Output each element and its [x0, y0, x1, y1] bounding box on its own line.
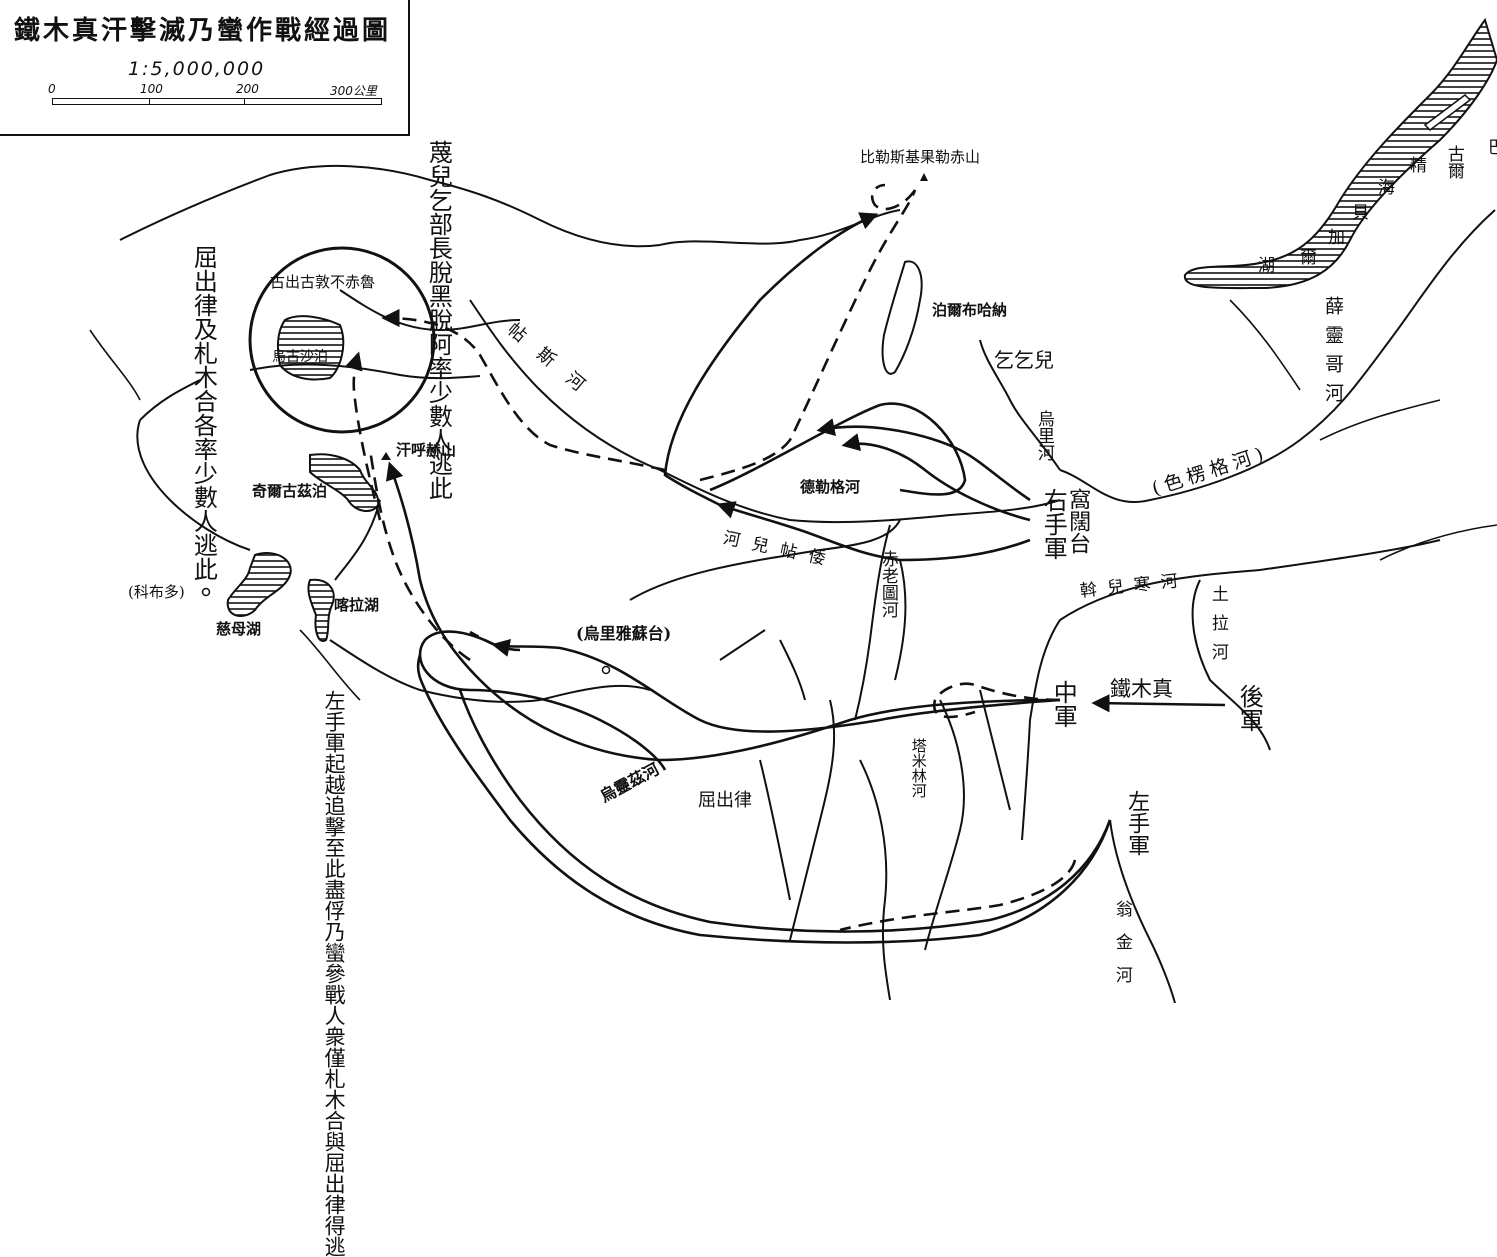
label-qigu: 奇爾古茲泊 [252, 482, 328, 500]
scale-tick-300: 300公里 [330, 84, 377, 98]
label-baikal-8: 湖 [1258, 256, 1275, 276]
scale-tick-200: 200 [236, 82, 259, 96]
lake-khara [307, 578, 335, 642]
town-kobdo-icon [201, 587, 211, 597]
label-lake-buir: 泊爾布哈納 [932, 301, 1008, 319]
dashed-routes [345, 183, 1077, 932]
scale-tick-100: 100 [140, 82, 163, 96]
label-left-army: 左手軍 [1124, 790, 1150, 856]
label-river-weng: 翁金河 [1111, 900, 1132, 999]
label-river-wuli: 烏里河 [1033, 410, 1054, 461]
label-river-tula: 土拉河 [1207, 585, 1228, 672]
label-baikal-5: 貝 [1352, 203, 1369, 223]
baikal-island [1423, 94, 1472, 131]
label-khanggai: 汗呼赫山 [396, 441, 457, 459]
label-circle-lake: 古出古敦不赤魯 [270, 273, 376, 291]
label-baikal-1: 巴 [1488, 138, 1497, 158]
label-baikal-7: 爾 [1300, 248, 1317, 268]
label-baikal-2: 古爾 [1443, 145, 1464, 179]
legend-box: 鐵木真汗擊滅乃蠻作戰經過圖 1:5,000,000 0 100 200 300公… [0, 0, 410, 136]
label-khara-lake: 喀拉湖 [334, 596, 380, 614]
scale-bar [52, 98, 382, 105]
label-kuotai: 窩闊台 [1065, 488, 1091, 554]
label-wuliyasutai: (烏里雅蘇台) [576, 624, 672, 643]
label-central-army: 中軍 [1049, 680, 1078, 728]
map-title: 鐵木真汗擊滅乃蠻作戰經過圖 [14, 16, 392, 46]
mountain-khanggai-icon [381, 452, 391, 460]
label-baikal-4: 海 [1378, 178, 1395, 198]
scale-ratio: 1:5,000,000 [128, 58, 266, 80]
lake-baikal [1183, 17, 1497, 290]
lake-ubsa [226, 552, 292, 617]
note-left-army: 左手軍起越追擊至此盡俘乃蠻參戰人衆僅札木合與屈出律得逃 [322, 690, 347, 1257]
label-baikal-3: 精 [1410, 156, 1427, 176]
scale-tick-0: 0 [48, 82, 56, 96]
label-river-chi: 赤老圖河 [877, 550, 898, 618]
note-north-flee: 蔑兒乞部長脫黑脫阿率少數人逃此 [424, 140, 453, 500]
label-baikal-6: 加 [1328, 228, 1345, 248]
note-qu-flee: 屈出律及札木合各率少數人逃此 [189, 245, 218, 581]
lake-buir [881, 260, 923, 375]
label-river-tamir: 塔米林河 [909, 738, 928, 798]
label-river-degel: 德勒格河 [800, 478, 861, 496]
label-kobdo: (科布多) [128, 583, 185, 601]
solid-routes [385, 212, 1226, 944]
mountain-north-icon [920, 173, 928, 181]
label-wusagu: 烏古沙泊 [272, 349, 328, 365]
label-qu-chu-lu: 屈出律 [698, 790, 752, 811]
minor-lines [89, 299, 1497, 701]
label-right-army: 右手軍 [1039, 488, 1068, 560]
label-mountain-north: 比勒斯基果勒赤山 [860, 148, 981, 166]
label-tiemujin: 鐵木真 [1110, 677, 1173, 701]
label-rear-army: 後軍 [1235, 684, 1264, 732]
label-ubsa-lake: 慈母湖 [216, 620, 262, 638]
lake-circle-hatched [276, 315, 345, 381]
circle-region [248, 246, 436, 434]
campaign-map [89, 17, 1497, 1003]
town-wuliyasutai-icon [601, 665, 611, 675]
label-river-selenga-vert: 薛靈哥河 [1321, 296, 1344, 412]
label-tribe-qiqi: 乞乞兒 [994, 348, 1054, 372]
